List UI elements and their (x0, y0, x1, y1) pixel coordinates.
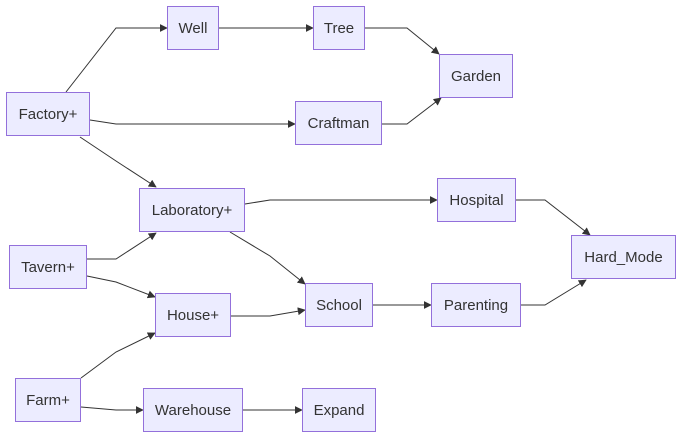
node-expand[interactable]: Expand (302, 388, 376, 432)
node-garden-label: Garden (450, 67, 502, 85)
node-factory[interactable]: Factory+ (6, 92, 90, 136)
edge-laboratory-to-hospital (244, 196, 438, 205)
edge-parenting-to-hard-mode (521, 279, 587, 306)
node-warehouse[interactable]: Warehouse (143, 388, 243, 432)
edge-factory-to-well (65, 24, 168, 93)
node-house-label: House+ (166, 306, 220, 324)
edge-factory-to-laboratory (79, 136, 157, 188)
node-hard-mode-label: Hard_Mode (584, 248, 663, 266)
node-tree[interactable]: Tree (313, 6, 365, 50)
edge-house-to-school (231, 307, 306, 317)
edge-farm-to-house (80, 332, 156, 379)
node-hospital-label: Hospital (449, 191, 504, 209)
node-expand-label: Expand (313, 401, 365, 419)
node-farm-label: Farm+ (26, 391, 70, 409)
node-warehouse-label: Warehouse (154, 401, 232, 419)
edge-laboratory-to-school (229, 231, 306, 285)
node-tavern[interactable]: Tavern+ (9, 245, 87, 289)
node-parenting-label: Parenting (443, 296, 509, 314)
node-school[interactable]: School (305, 283, 373, 327)
edge-tavern-to-house (86, 275, 156, 299)
node-well-label: Well (178, 19, 208, 37)
node-hard-mode[interactable]: Hard_Mode (571, 235, 676, 279)
edge-tavern-to-laboratory (87, 232, 157, 260)
node-factory-label: Factory+ (18, 105, 78, 123)
node-house[interactable]: House+ (155, 293, 231, 337)
node-hospital[interactable]: Hospital (437, 178, 516, 222)
node-well[interactable]: Well (167, 6, 219, 50)
node-craftman[interactable]: Craftman (295, 101, 382, 145)
node-school-label: School (316, 296, 362, 314)
node-laboratory-label: Laboratory+ (151, 201, 233, 219)
node-tree-label: Tree (323, 19, 355, 37)
edge-hospital-to-hard-mode (516, 199, 591, 236)
node-laboratory[interactable]: Laboratory+ (139, 188, 245, 232)
node-parenting[interactable]: Parenting (431, 283, 521, 327)
edge-tree-to-garden (365, 27, 440, 55)
node-farm[interactable]: Farm+ (15, 378, 81, 422)
edge-craftman-to-garden (382, 97, 442, 125)
node-garden[interactable]: Garden (439, 54, 513, 98)
node-craftman-label: Craftman (307, 114, 370, 132)
node-tavern-label: Tavern+ (21, 258, 75, 276)
edge-factory-to-craftman (89, 119, 296, 128)
edge-farm-to-warehouse (80, 406, 144, 414)
